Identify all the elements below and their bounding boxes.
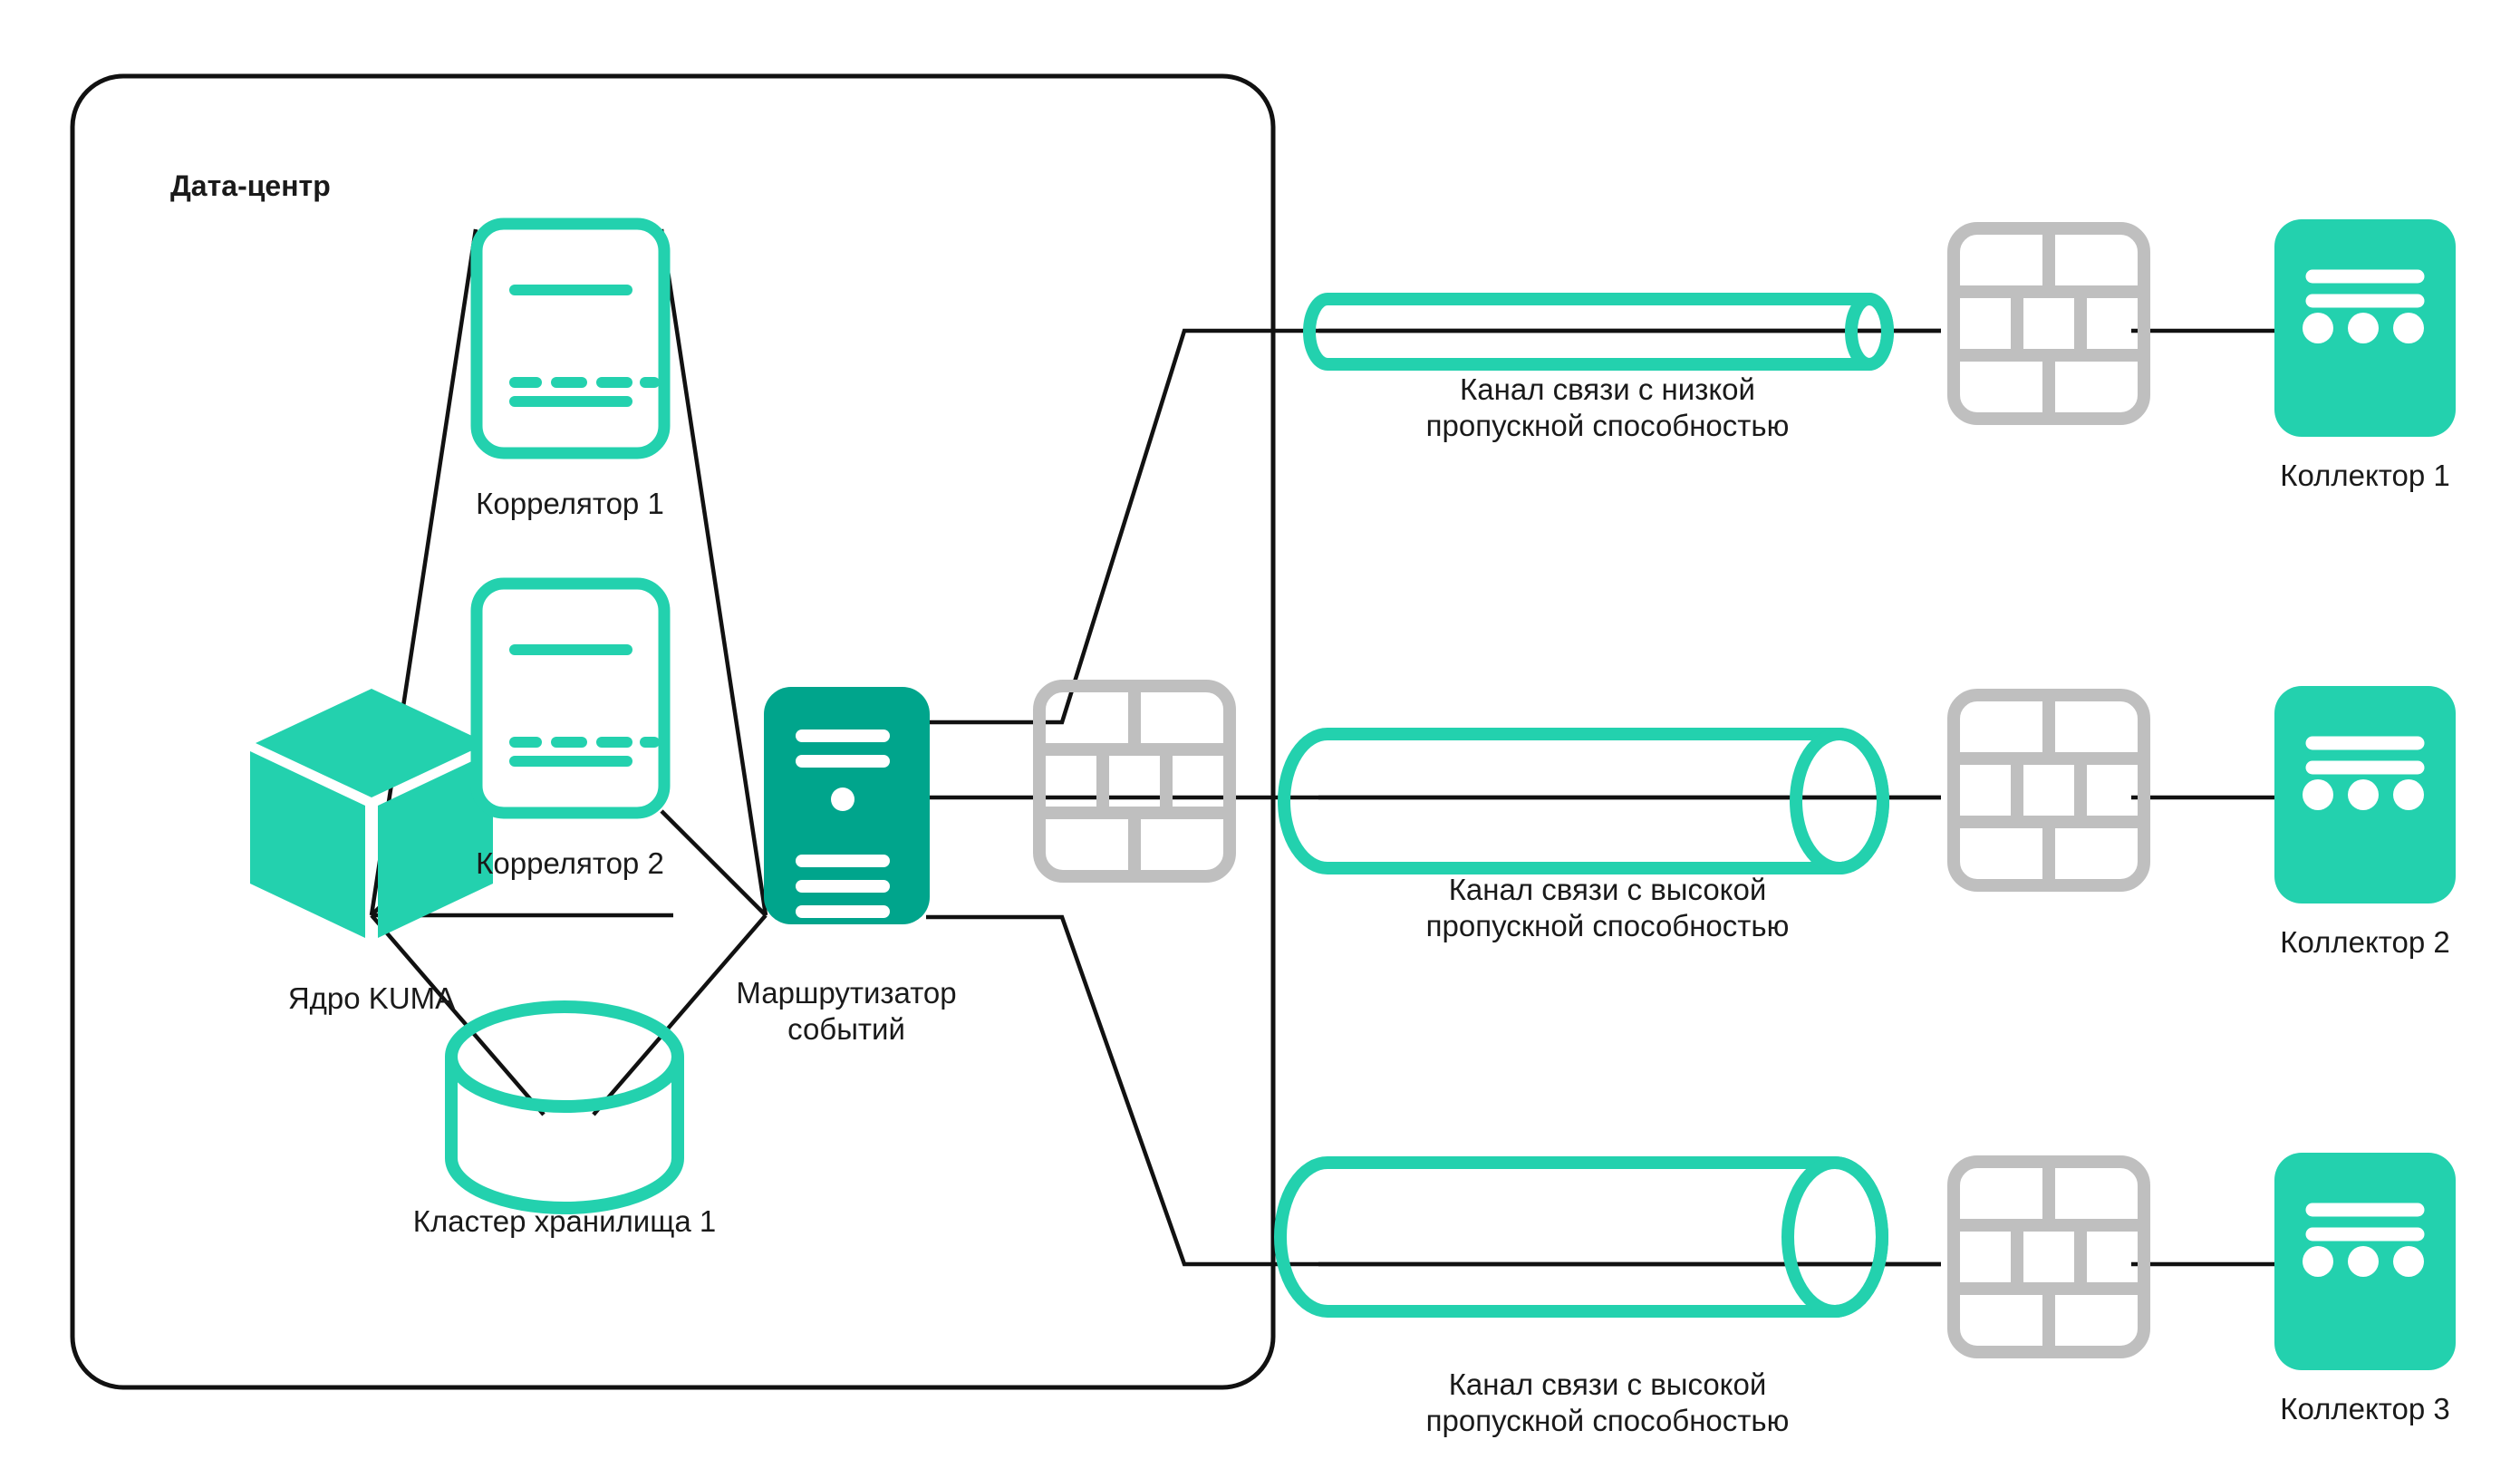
- correlator-icon: [470, 577, 671, 819]
- pipe-inlet-lines: [1318, 328, 1941, 1267]
- node-label-collector-2: Коллектор 2: [2280, 925, 2450, 959]
- channel-label-high-2: Канал связи с высокой пропускной способн…: [1425, 873, 1790, 942]
- node-label-collector-1: Коллектор 1: [2280, 459, 2450, 492]
- datacenter-title: Дата-центр: [170, 169, 331, 202]
- node-label-correlator-1: Коррелятор 1: [476, 487, 664, 520]
- node-label-storage-cluster-1: Кластер хранилища 1: [412, 1204, 717, 1238]
- router-fanin-lines: [592, 228, 768, 1116]
- firewall-collector-lines: [2131, 328, 2276, 1267]
- router-icon: [764, 687, 930, 924]
- collector-icon: [2274, 219, 2456, 437]
- firewall-icon: [1947, 222, 2150, 425]
- narrow-pipe-icon: [1303, 293, 1894, 371]
- firewall-icon: [1947, 689, 2150, 892]
- cube-icon: [250, 689, 493, 938]
- datacenter-boundary: [70, 73, 1276, 1390]
- correlator-icon: [470, 217, 671, 459]
- channel-label-low: Канал связи с низкой пропускной способно…: [1425, 372, 1790, 442]
- collector-icon: [2274, 686, 2456, 903]
- node-label-event-router: Маршрутизатор событий: [736, 976, 957, 1046]
- firewall-icon: [1033, 680, 1236, 883]
- collector-icon: [2274, 1153, 2456, 1370]
- channel-label-high-3: Канал связи с высокой пропускной способн…: [1425, 1367, 1790, 1437]
- database-icon: [445, 1000, 684, 1214]
- wide-pipe-icon: [1278, 728, 1889, 874]
- wide-pipe-icon: [1274, 1156, 1888, 1318]
- node-label-collector-3: Коллектор 3: [2280, 1392, 2450, 1425]
- node-label-correlator-2: Коррелятор 2: [476, 846, 664, 880]
- node-label-kuma-core: Ядро KUMA: [287, 981, 456, 1015]
- firewall-icon: [1947, 1155, 2150, 1358]
